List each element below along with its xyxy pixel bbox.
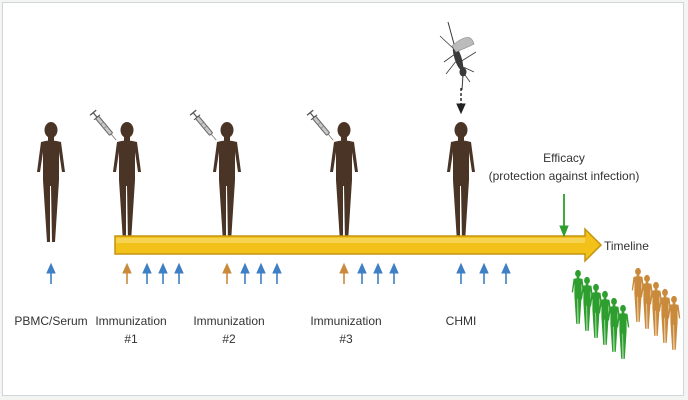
person-baseline-icon — [37, 122, 65, 242]
efficacy-arrow — [560, 194, 568, 236]
immunization2-number: #2 — [222, 332, 236, 346]
immunization-arrow — [123, 264, 131, 284]
sample-arrow — [241, 264, 249, 284]
sample-arrow — [480, 264, 488, 284]
immunization-arrow — [223, 264, 231, 284]
efficacy-label: Efficacy — [543, 151, 585, 165]
baseline-label: PBMC/Serum — [14, 314, 87, 328]
sample-arrow — [143, 264, 151, 284]
sample-arrow — [358, 264, 366, 284]
person-immunization1-icon — [113, 122, 141, 242]
sample-arrow — [273, 264, 281, 284]
syringe-icon — [307, 110, 336, 143]
sample-arrows — [47, 264, 510, 284]
timeline-arrow — [115, 229, 601, 261]
sample-arrow — [374, 264, 382, 284]
immunization-arrows — [123, 264, 348, 284]
immunization2-label: Immunization — [193, 314, 264, 328]
person-immunization2-icon — [213, 122, 241, 242]
immunization1-label: Immunization — [95, 314, 166, 328]
immunization1-number: #1 — [124, 332, 138, 346]
immunization-arrow — [340, 264, 348, 284]
person-chmi-icon — [447, 122, 475, 242]
sample-arrow — [47, 264, 55, 284]
mosquito-icon — [440, 22, 476, 90]
protected-group-icon — [572, 270, 630, 359]
mosquito-down-arrow — [457, 88, 465, 113]
sample-arrow — [175, 264, 183, 284]
sample-arrow — [257, 264, 265, 284]
immunization3-label: Immunization — [310, 314, 381, 328]
syringe-icon — [190, 110, 219, 143]
unprotected-group-icon — [632, 268, 681, 350]
timeline-label: Timeline — [604, 239, 649, 253]
syringe-icon — [90, 110, 119, 143]
sample-arrow — [390, 264, 398, 284]
immunization3-number: #3 — [339, 332, 353, 346]
efficacy-sub-label: (protection against infection) — [489, 169, 640, 183]
sample-arrow — [457, 264, 465, 284]
sample-arrow — [502, 264, 510, 284]
sample-arrow — [159, 264, 167, 284]
person-immunization3-icon — [330, 122, 358, 242]
chmi-label: CHMI — [446, 314, 477, 328]
